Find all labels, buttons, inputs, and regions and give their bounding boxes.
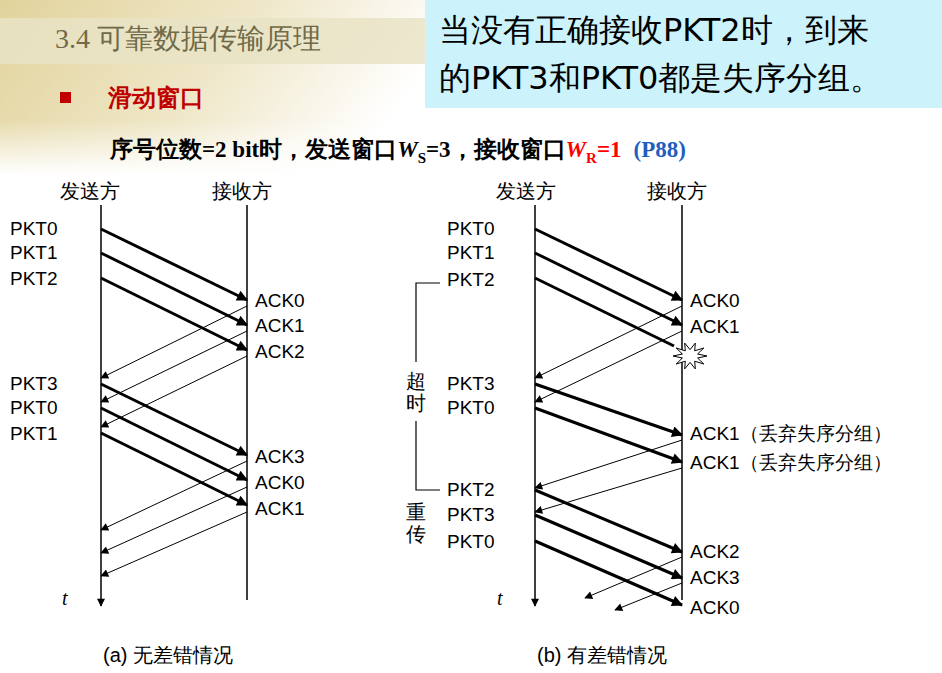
message-label: PKT2 <box>10 268 58 290</box>
ack-arrow <box>101 356 247 427</box>
message-label: PKT0 <box>447 531 495 553</box>
subtitle-part: =1 <box>597 137 622 162</box>
message-label: ACK0 <box>255 472 305 494</box>
bullet-heading: 滑动窗口 <box>108 84 204 112</box>
subtitle-part: (P88) <box>634 137 686 162</box>
timelines <box>101 205 682 606</box>
message-label: PKT0 <box>10 218 58 240</box>
message-label: PKT3 <box>10 373 58 395</box>
message-label: PKT3 <box>447 373 495 395</box>
timeline <box>100 205 102 606</box>
time-axis-label: t <box>497 587 503 610</box>
ack-arrow <box>101 512 247 576</box>
message-label: ACK2 <box>690 541 740 563</box>
callout-box: 当没有正确接收PKT2时，到来的PKT3和PKT0都是失序分组。 <box>425 0 942 108</box>
message-label: PKT0 <box>447 218 495 240</box>
message-label: ACK3 <box>255 446 305 468</box>
subtitle-line: 序号位数=2 bit时，发送窗口WS=3，接收窗口WR=1(P88) <box>110 134 686 167</box>
ack-arrow <box>101 487 247 553</box>
message-label: ACK1 <box>255 498 305 520</box>
loss-burst <box>673 343 707 369</box>
decor-fade <box>0 120 440 175</box>
bracket-label: 超时 <box>406 370 426 414</box>
subtitle-part: =3，接收窗口 <box>426 137 566 162</box>
packet-arrow <box>101 433 247 505</box>
message-label: PKT1 <box>10 423 58 445</box>
subtitle-part: S <box>418 150 426 166</box>
message-label: PKT1 <box>10 242 58 264</box>
ack-arrow <box>535 331 682 402</box>
ack-arrow <box>615 583 682 610</box>
message-label: ACK2 <box>255 341 305 363</box>
packet-arrows <box>101 229 682 605</box>
message-label: PKT1 <box>447 242 495 264</box>
message-label: PKT0 <box>447 397 495 419</box>
message-label: ACK3 <box>690 567 740 589</box>
party-label: 接收方 <box>647 180 707 203</box>
time-axis-label: t <box>62 587 68 610</box>
message-label: PKT2 <box>447 479 495 501</box>
ack-arrows <box>101 306 682 610</box>
subtitle-part: R <box>586 150 597 166</box>
message-label: ACK1 <box>690 316 740 338</box>
packet-arrow <box>535 408 682 462</box>
bracket-label: 重传 <box>406 501 426 545</box>
subtitle-part: W <box>397 137 417 162</box>
packet-arrow <box>535 541 682 605</box>
packet-arrow <box>535 490 682 552</box>
message-label: ACK1（丢弃失序分组） <box>690 452 892 474</box>
figure-caption: (b) 有差错情况 <box>537 644 667 667</box>
message-label: ACK0 <box>690 597 740 619</box>
timeline <box>534 205 536 606</box>
figure-caption: (a) 无差错情况 <box>103 644 233 667</box>
slide-title: 3.4 可靠数据传输原理 <box>55 23 321 55</box>
message-label: PKT3 <box>447 504 495 526</box>
title-band <box>0 18 430 64</box>
ack-arrow <box>585 557 682 598</box>
packet-arrow <box>101 278 247 350</box>
ack-arrow <box>535 468 682 512</box>
decor-background <box>0 0 440 175</box>
message-label: ACK0 <box>690 290 740 312</box>
party-label: 接收方 <box>212 180 272 203</box>
party-label: 发送方 <box>60 180 120 203</box>
subtitle-part: W <box>566 137 586 162</box>
timeline <box>681 205 683 600</box>
message-label: PKT0 <box>10 397 58 419</box>
message-label: ACK1（丢弃失序分组） <box>690 423 892 445</box>
ack-arrow <box>535 440 682 488</box>
callout-text: 当没有正确接收PKT2时，到来的PKT3和PKT0都是失序分组。 <box>439 6 894 102</box>
packet-arrow <box>535 278 674 346</box>
message-label: PKT2 <box>447 269 495 291</box>
bullet-square <box>60 92 71 103</box>
packet-arrow <box>535 515 682 578</box>
message-label: ACK1 <box>255 315 305 337</box>
timeline <box>246 205 248 600</box>
message-label: ACK0 <box>255 290 305 312</box>
party-label: 发送方 <box>496 180 556 203</box>
subtitle-part: 序号位数=2 bit时，发送窗口 <box>110 137 397 162</box>
